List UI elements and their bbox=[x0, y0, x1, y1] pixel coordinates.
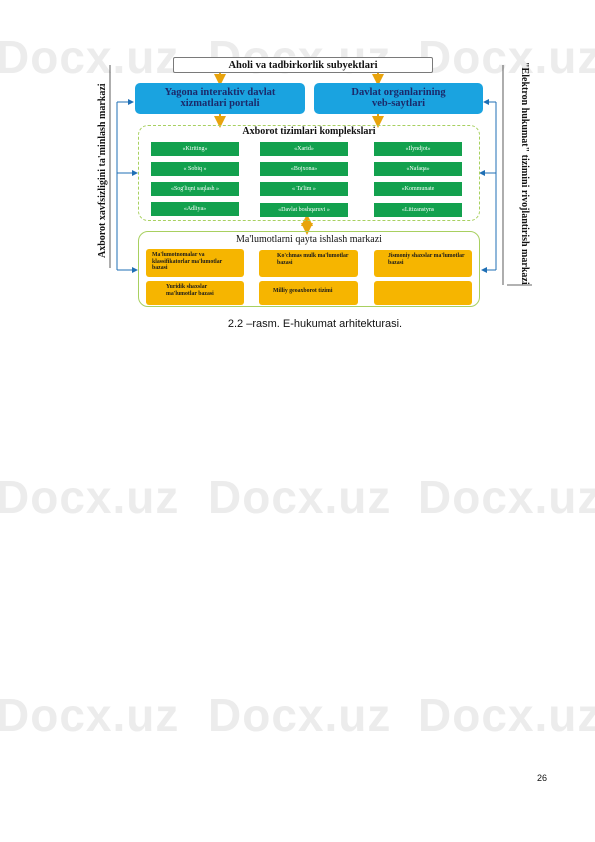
database-label: Ma'lumotnomalar va klassifikatorlar ma'l… bbox=[152, 252, 223, 271]
portal-label-right: Davlat organlarining veb-saytlari bbox=[351, 87, 446, 109]
database-box: Jismoniy shaxslar ma'lumotlar bazasi bbox=[374, 250, 472, 277]
info-systems-complex bbox=[138, 125, 480, 221]
green-system-item: « Ta'lim » bbox=[260, 182, 348, 196]
data-processing-center bbox=[138, 231, 480, 307]
watermark: Docx.uz bbox=[418, 689, 595, 741]
watermark: Docx.uz bbox=[208, 689, 392, 741]
watermark: Docx.uz bbox=[418, 471, 595, 523]
green-system-item: « Sobiq » bbox=[151, 162, 239, 176]
watermark: Docx.uz bbox=[208, 471, 392, 523]
portal-box-right: Davlat organlarining veb-saytlari bbox=[314, 83, 483, 114]
egov-development-center-label: "Elektron hukumat" tizimini rivojlantiri… bbox=[519, 62, 530, 285]
green-system-item: «Ilyndjot» bbox=[374, 142, 462, 156]
green-system-item: «Adliya» bbox=[151, 202, 239, 216]
citizens-business-box: Aholi va tadbirkorlik subyektlari bbox=[173, 57, 433, 73]
portal-label-left: Yagona interaktiv davlat xizmatlari port… bbox=[164, 87, 276, 109]
database-box-empty bbox=[374, 281, 472, 305]
green-system-item: «Xarid» bbox=[260, 142, 348, 156]
database-box: Ko'chmas mulk ma'lumotlar bazasi bbox=[259, 250, 358, 277]
citizens-business-label: Aholi va tadbirkorlik subyektlari bbox=[228, 60, 378, 71]
green-system-item: «Bojxona» bbox=[260, 162, 348, 176]
green-system-item: «Kiriting» bbox=[151, 142, 239, 156]
database-label: Ko'chmas mulk ma'lumotlar bazasi bbox=[277, 253, 349, 266]
database-box: Ma'lumotnomalar va klassifikatorlar ma'l… bbox=[146, 249, 244, 277]
green-system-item: «Sog'liqni saqlash » bbox=[151, 182, 239, 196]
portal-box-left: Yagona interaktiv davlat xizmatlari port… bbox=[135, 83, 305, 114]
security-center-label: Axborot xavfsizligini ta'minlash markazi bbox=[97, 83, 108, 258]
green-system-item: «Kommunate bbox=[374, 182, 462, 196]
database-box: Yuridik shaxslar ma'lumotlar bazasi bbox=[146, 281, 244, 305]
watermark: Docx.uz bbox=[418, 31, 595, 83]
database-label: Milliy geoaxborot tizimi bbox=[273, 288, 333, 294]
green-system-item: «Davlat boshqaruvi » bbox=[260, 203, 348, 217]
info-systems-title: Axborot tizimlari komplekslari bbox=[242, 126, 376, 137]
watermark: Docx.uz bbox=[0, 689, 180, 741]
page-number: 26 bbox=[537, 773, 548, 783]
green-system-item: «Litizanstyns bbox=[374, 203, 462, 217]
database-label: Jismoniy shaxslar ma'lumotlar bazasi bbox=[388, 253, 465, 266]
watermark: Docx.uz bbox=[0, 471, 180, 523]
database-box: Milliy geoaxborot tizimi bbox=[259, 281, 358, 305]
watermark: Docx.uz bbox=[0, 31, 180, 83]
data-processing-title: Ma'lumotlarni qayta ishlash markazi bbox=[236, 234, 382, 245]
database-label: Yuridik shaxslar ma'lumotlar bazasi bbox=[166, 284, 214, 297]
figure-caption: 2.2 –rasm. E-hukumat arhitekturasi. bbox=[227, 318, 403, 330]
green-system-item: «Nafaqa» bbox=[374, 162, 462, 176]
